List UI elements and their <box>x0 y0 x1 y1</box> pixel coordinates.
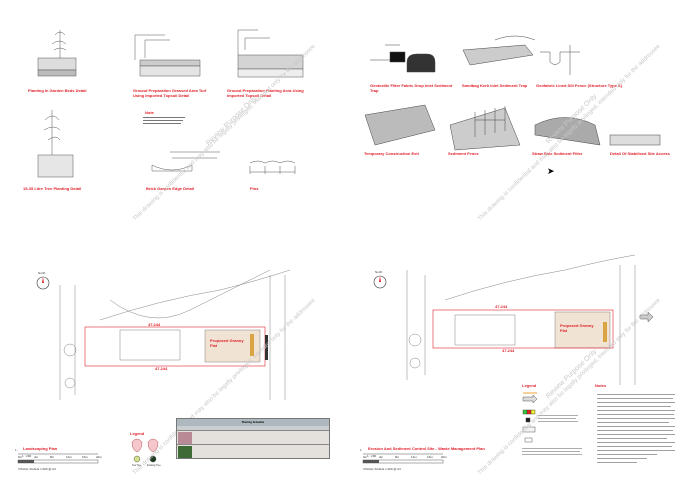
detail-title: Pins <box>250 186 259 191</box>
scale-label: 1 : 200 <box>22 454 32 458</box>
detail-title: Geofabric Lined Silt Fence (Structure Ty… <box>536 83 623 88</box>
scale-tick: 4m <box>34 455 39 459</box>
detail-title: 15-35 Litre Tree Planting Detail <box>23 186 82 191</box>
north-label: North <box>375 270 383 274</box>
north-label: North <box>38 271 46 275</box>
sheet-erosion-control-plan: North 47.244 47.244 Proposed Granny Flat… <box>345 250 690 492</box>
legend-item: Existing Tree <box>147 464 161 467</box>
notes-lines <box>597 394 675 463</box>
scale-tick: 0m <box>18 455 23 459</box>
site-plan-drawing <box>362 254 654 464</box>
legend-item: Tea Tree <box>132 464 142 467</box>
detail-title: Geotextile Filter Fabric Drop Inlet Sedi… <box>370 83 453 93</box>
scale-tick: 4m <box>379 455 384 459</box>
dimension-label: 47.244 <box>155 366 168 371</box>
building-label: Proposed Granny Flat <box>210 338 244 348</box>
scale-tick: 12m <box>411 455 417 459</box>
scale-tick: 12m <box>66 455 72 459</box>
detail-title: Temporary Construction Exit <box>364 151 419 156</box>
visual-scale: VISUAL SCALE 1:200 @ A3 <box>363 467 401 471</box>
table-row <box>177 430 329 444</box>
plan-title: Landscaping Plan <box>23 446 58 451</box>
detail-title: Detail Of Stabilised Site Access <box>610 151 670 156</box>
site-plan-drawing <box>17 269 291 464</box>
detail-drawings <box>364 35 661 151</box>
detail-drawings <box>37 29 304 178</box>
scale-tick: 0m <box>363 455 368 459</box>
plant-photo <box>178 446 192 458</box>
plan-number: 1 <box>15 448 17 452</box>
detail-title: Ground Preparation Planting Area Using I… <box>227 88 304 98</box>
visual-scale: VISUAL SCALE 1:200 @ A3 <box>18 467 56 471</box>
detail-title: Planting In Garden Beds Detail <box>28 88 87 93</box>
note-title: Note <box>145 110 154 115</box>
schedule-header-row <box>177 426 329 430</box>
scale-tick: 20m <box>441 455 447 459</box>
legend-title: Legend <box>522 383 537 388</box>
sheet-sediment-details: Geotextile Filter Fabric Drop Inlet Sedi… <box>345 0 690 240</box>
scale-label: 1 : 200 <box>367 454 377 458</box>
building-label: Proposed Granny Flat <box>560 323 594 333</box>
entry-arrow-icon <box>639 311 654 323</box>
detail-title: Sandbag Kerb Inlet Sediment Trap <box>462 83 528 88</box>
scale-tick: 8m <box>50 455 55 459</box>
planting-schedule-table: Planting Schedule <box>176 418 330 459</box>
detail-title: Straw Bale Sediment Filter <box>532 151 583 156</box>
plan-title: Erosion And Sediment Control Site - Wast… <box>368 446 485 451</box>
scale-tick: 16m <box>82 455 88 459</box>
legend-title: Legend <box>130 431 145 436</box>
scale-tick: 16m <box>427 455 433 459</box>
scale-tick: 8m <box>395 455 400 459</box>
table-row <box>177 444 329 458</box>
mouse-cursor-icon: ➤ <box>547 166 555 176</box>
plant-photo <box>178 432 192 444</box>
scale-tick: 20m <box>96 455 102 459</box>
detail-title: Brick Garden Edge Detail <box>146 186 195 191</box>
notes-title: Notes <box>595 383 607 388</box>
dimension-label: 47.244 <box>502 348 515 353</box>
sheet-planting-details: Planting In Garden Beds Detail Ground Pr… <box>0 0 345 240</box>
detail-title: Ground Preparation Grassed Area Turf Usi… <box>133 88 207 98</box>
plan-number: 1 <box>360 448 362 452</box>
detail-title: Sediment Fence <box>448 151 479 156</box>
dimension-label: 47.244 <box>495 304 508 309</box>
dimension-label: 47.244 <box>148 322 161 327</box>
schedule-title: Planting Schedule <box>177 419 329 426</box>
